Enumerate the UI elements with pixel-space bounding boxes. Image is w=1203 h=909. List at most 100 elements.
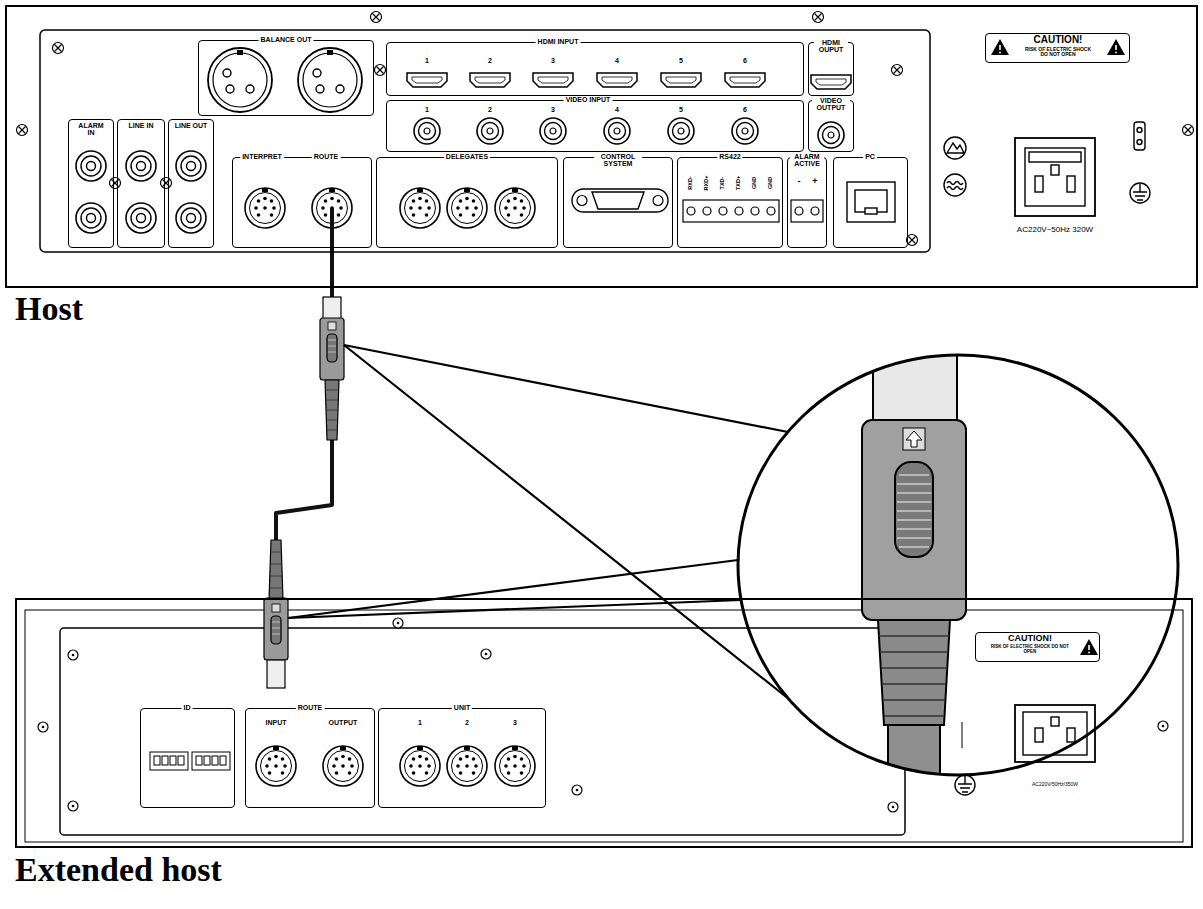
panel-label: INTERPRET [240, 153, 284, 160]
panel-label: VIDEO OUTPUT [812, 97, 850, 112]
panel-label: ROUTE [296, 704, 325, 711]
screw [161, 178, 172, 189]
port-label: 4 [615, 106, 619, 113]
caution-triangles [991, 39, 1125, 655]
panel-label: RS422 [717, 153, 742, 160]
panel-label: LINE IN [125, 122, 157, 129]
panel-label: BALANCE OUT [259, 36, 314, 43]
terminal-block [683, 200, 823, 222]
port-group: UNIT123 [378, 708, 546, 808]
device-caption: Extended host [15, 851, 222, 888]
panel-label: CAUTION! [1034, 35, 1083, 46]
switch-group: ID [140, 708, 235, 808]
screw [892, 65, 903, 76]
port-label: TXD+ [736, 176, 742, 190]
port-label: 1 [418, 719, 422, 726]
jack-group: ALARM IN [68, 119, 114, 248]
panel-label: PC [863, 153, 877, 160]
extended-host-panel [25, 610, 1183, 842]
port-label: 2 [488, 57, 492, 64]
port-label: + [812, 177, 817, 186]
dip-switches [150, 752, 230, 770]
hdmi-ports [407, 73, 851, 89]
zoomed-plug [862, 330, 966, 805]
port-label: TXD- [720, 177, 726, 190]
rj45-port [847, 182, 895, 222]
port-label: 2 [488, 106, 492, 113]
panel-label: CAUTION! [1008, 634, 1052, 643]
power-rating: AC220V~50Hz 320W [1017, 226, 1093, 234]
panel-label: ALARM IN [75, 122, 107, 137]
extended-host-device: Extended hostIDROUTEINPUTOUTPUTUNIT123CA… [15, 598, 1193, 848]
power-rating: AC220V/50Hz/350W [1032, 782, 1078, 787]
port-label: 3 [551, 106, 555, 113]
port-label: RXD- [688, 176, 694, 189]
bnc-ports [414, 118, 844, 148]
rca-jacks [76, 151, 206, 233]
warning-label: CAUTION! RISK OF ELECTRIC SHOCK DO NOT OP… [975, 632, 1100, 662]
port-label: GND [768, 177, 774, 189]
port-label: RISK OF ELECTRIC SHOCK DO NOT OPEN [1021, 47, 1095, 58]
port-group: VIDEO INPUT123456 [386, 100, 804, 152]
din-plug [320, 297, 344, 440]
panel-label: HDMI OUPUT [814, 39, 848, 54]
port-label: 6 [743, 106, 747, 113]
port-group: PC [833, 157, 908, 248]
extended-power-area [955, 705, 1095, 795]
port-group: HDMI INPUT123456 [386, 42, 804, 96]
port-label: OUTPUT [329, 719, 358, 726]
screw [110, 178, 121, 189]
panel-label: HDMI INPUT [536, 38, 581, 45]
port-label: RISK OF ELECTRIC SHOCK DO NOT OPEN [984, 645, 1076, 654]
port-label: RXD+ [704, 176, 710, 191]
device-caption: Host [15, 290, 83, 327]
port-label: 3 [513, 719, 517, 726]
port-group: VIDEO OUTPUT [808, 100, 854, 152]
panel-label: UNIT [452, 704, 472, 711]
terminal-group: RS422RXD-RXD+TXD-TXD+GNDGND [677, 157, 783, 248]
port-label: INPUT [266, 719, 287, 726]
panel-label: ALARM ACTIVE [790, 153, 824, 168]
port-label: 4 [615, 57, 619, 64]
warning-label: CAUTION!RISK OF ELECTRIC SHOCK DO NOT OP… [985, 33, 1130, 63]
panel-label: ID [182, 704, 193, 711]
screw [907, 235, 918, 246]
panel-label: LINE OUT [174, 122, 208, 129]
port-group: INTERPRETROUTE [232, 157, 372, 248]
port-label: ROUTE [312, 153, 341, 160]
port-group: HDMI OUPUT [808, 42, 854, 96]
jack-group: LINE OUT [168, 119, 214, 248]
host-power-area [944, 122, 1150, 216]
panel-label: VIDEO INPUT [564, 96, 613, 103]
screw [17, 125, 28, 136]
screw [371, 12, 382, 23]
port-label: 1 [425, 57, 429, 64]
screw [375, 65, 386, 76]
port-label: 3 [551, 57, 555, 64]
screw [1183, 125, 1194, 136]
jack-group: LINE IN [117, 119, 165, 248]
port-label: GND [752, 177, 758, 189]
port-label: 1 [425, 106, 429, 113]
screw [813, 12, 824, 23]
din-sockets [245, 188, 535, 228]
port-label: 6 [743, 57, 747, 64]
xlr-connectors [208, 48, 362, 112]
cable-stub [332, 208, 333, 248]
screw [53, 43, 64, 54]
db9-port [572, 189, 668, 212]
port-group: ROUTEINPUTOUTPUT [245, 708, 375, 808]
port-label: - [798, 177, 801, 186]
din-plug [264, 540, 288, 688]
panel-label: DELEGATES [444, 153, 490, 160]
port-label: 5 [679, 57, 683, 64]
din-sockets [256, 746, 535, 786]
zoom-callout-ellipse [738, 355, 1178, 775]
panel-label: CONTROL SYSTEM [594, 153, 642, 168]
terminal-group: ALARM ACTIVE-+ [787, 157, 827, 248]
port-label: 2 [465, 719, 469, 726]
port-label: 5 [679, 106, 683, 113]
port-group: BALANCE OUT [198, 40, 374, 116]
callout-leader-lines [288, 345, 790, 700]
